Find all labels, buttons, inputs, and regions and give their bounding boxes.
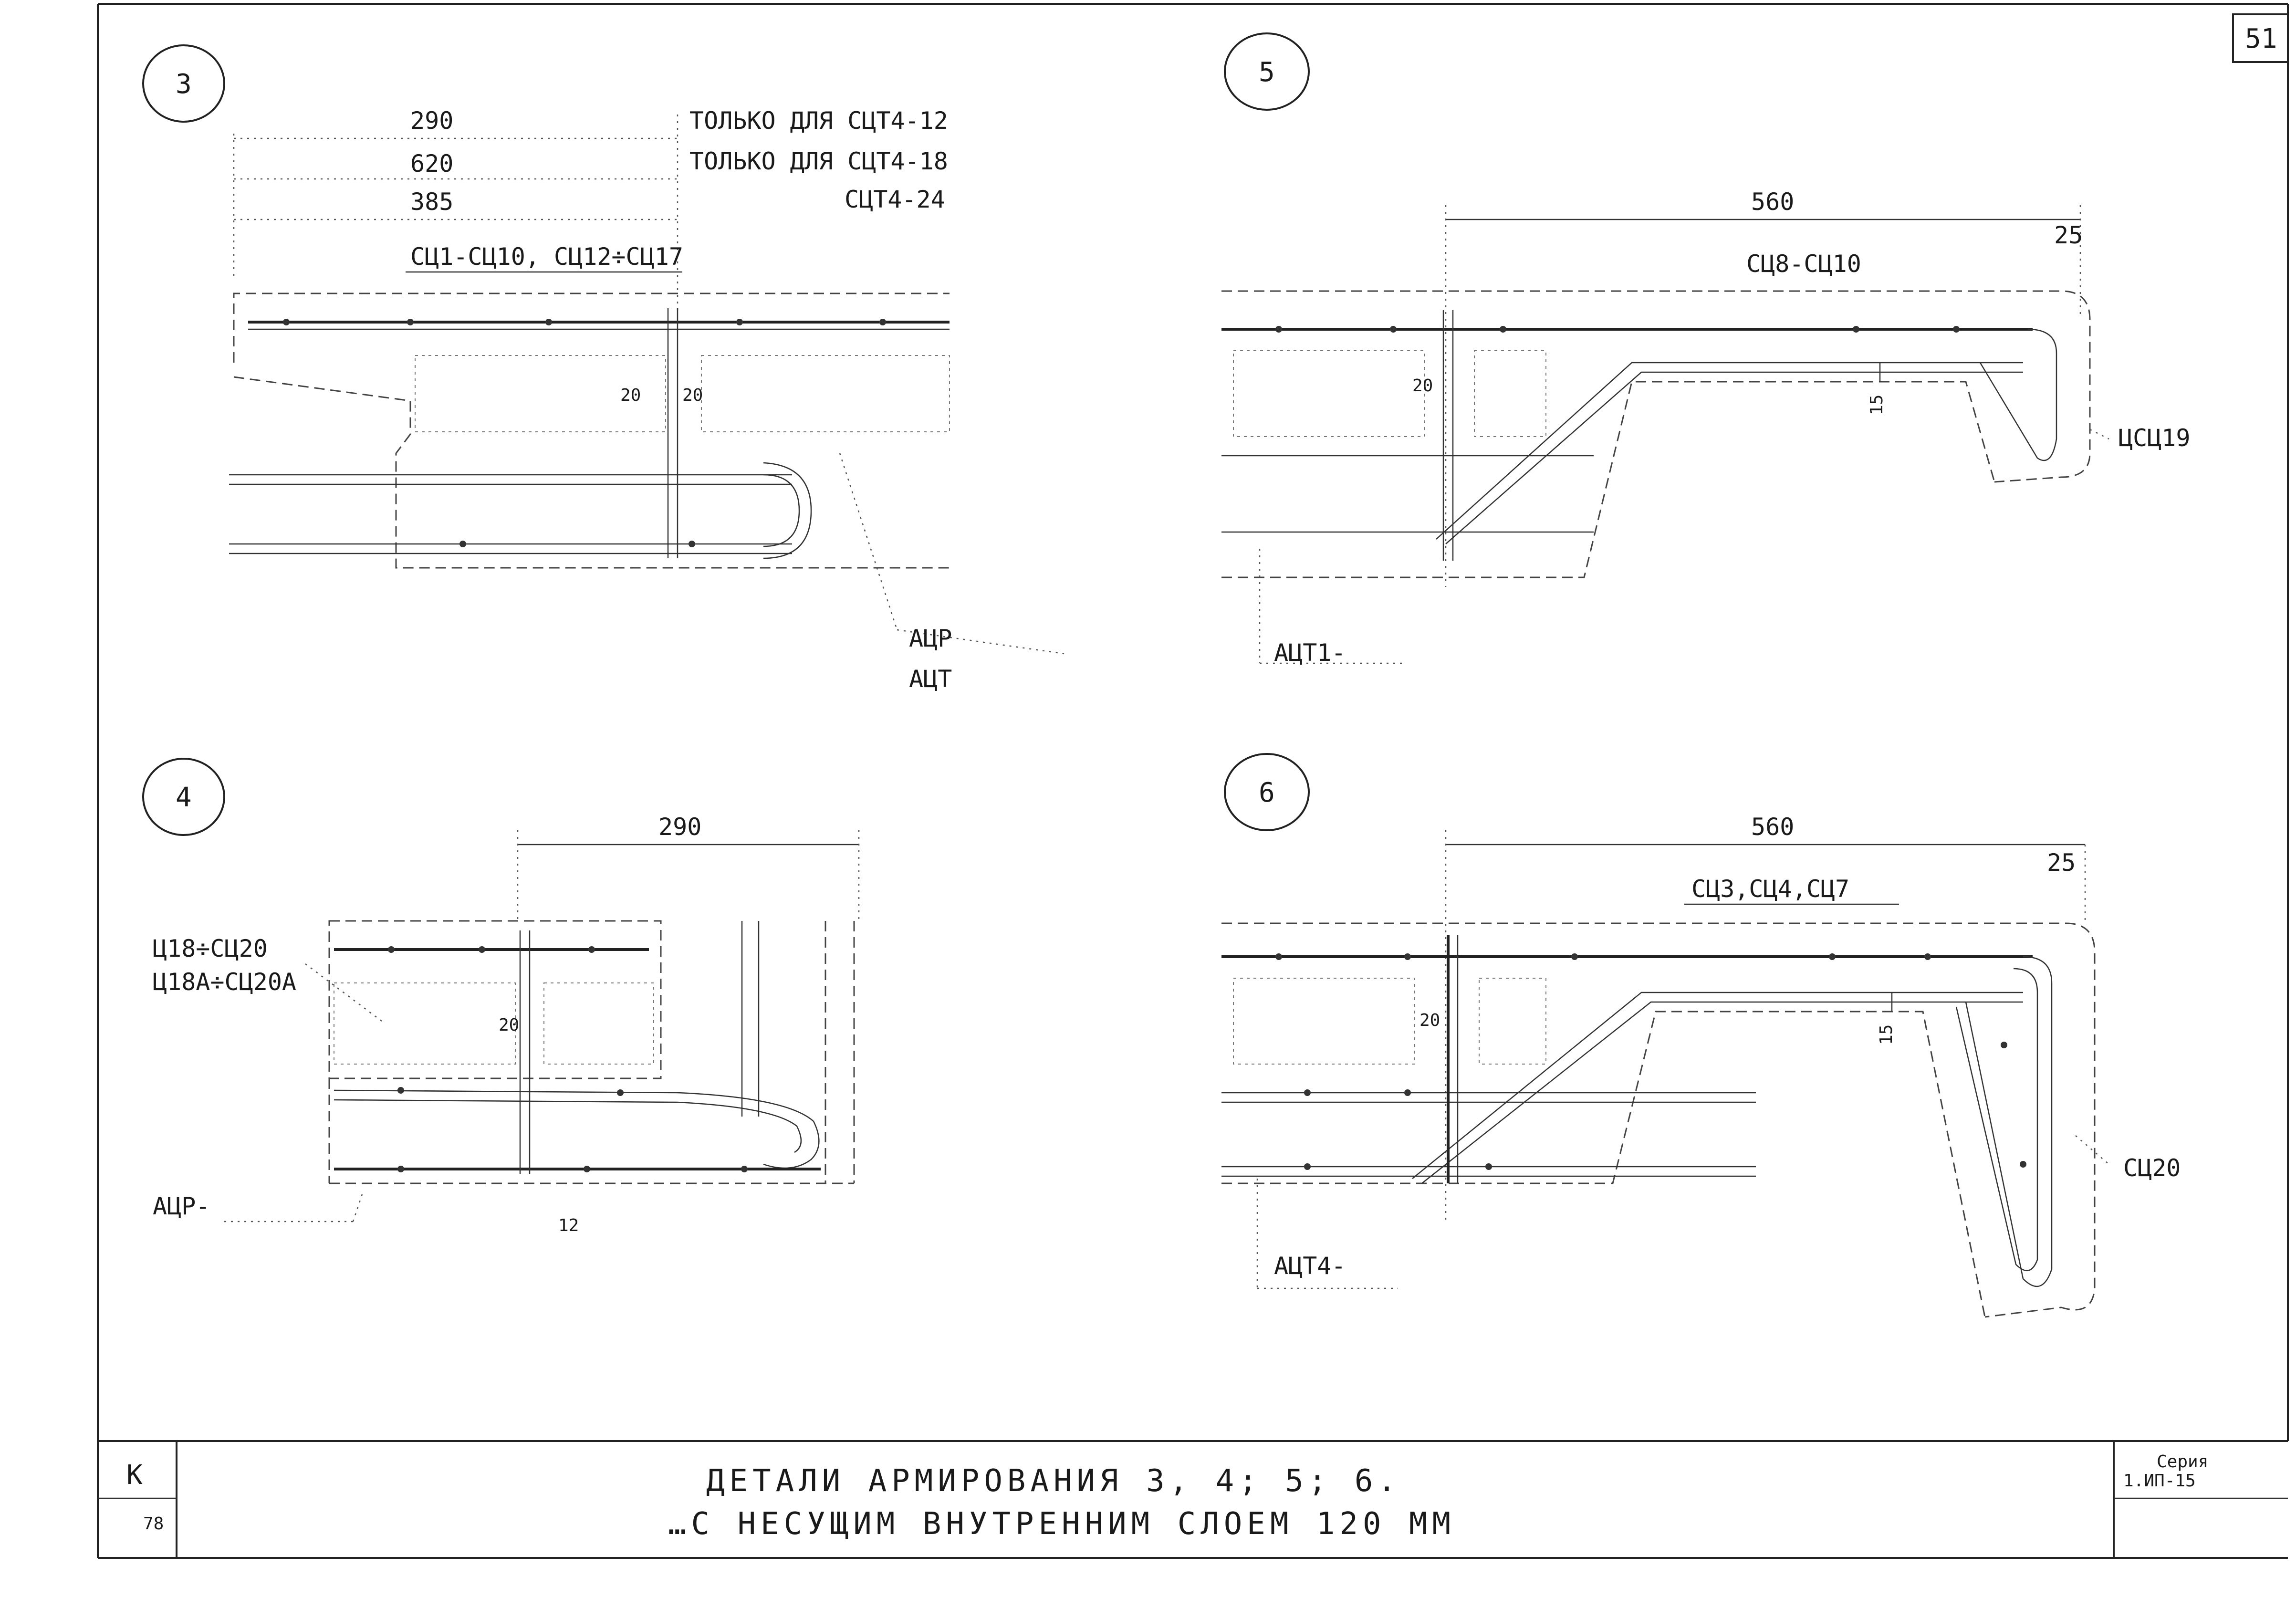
detail-6: 6 560 25 СЦ3,СЦ4,СЦ7 15 20 СЦ20 [1221,753,2181,1318]
title-block: К 78 ДЕТАЛИ АРМИРОВАНИЯ 3, 4; 5; 6. …С Н… [98,1440,2288,1558]
drawing-title-line-2: …С НЕСУЩИМ ВНУТРЕННИМ СЛОЕМ 120 ММ [668,1506,1455,1542]
detail-3-small-dim-1: 20 [620,386,641,405]
detail-5-anchor: АЦТ1- [1274,639,1346,667]
sheet-frame: 51 [97,3,2289,1559]
detail-3-note-2: ТОЛЬКО ДЛЯ СЦТ4-18 [689,147,948,175]
detail-5-small-dim: 20 [1412,376,1433,396]
detail-3-note-3: СЦТ4-24 [845,186,945,213]
detail-6-rebar-label: СЦ3,СЦ4,СЦ7 [1691,875,1849,903]
detail-5-dim-560: 560 [1751,188,1794,216]
detail-5-dim-15: 15 [1867,395,1887,415]
detail-3: 3 290 620 385 ТОЛЬКО ДЛЯ СЦТ4-12 ТОЛЬКО … [142,44,1065,693]
detail-4-label-2: Ц18А÷СЦ20А [153,968,296,996]
detail-6-dim-560: 560 [1751,813,1794,841]
detail-6-side-label: СЦ20 [2123,1154,2181,1182]
series-value: 1.ИП-15 [2123,1471,2196,1491]
title-left-code: К [126,1460,143,1491]
detail-6-dim-25: 25 [2047,849,2076,877]
detail-3-note-1: ТОЛЬКО ДЛЯ СЦТ4-12 [689,107,948,135]
series-label: Серия [2157,1452,2208,1472]
detail-4-bottom-dim: 12 [558,1216,579,1235]
detail-4-number: 4 [176,782,192,813]
detail-5-side-label: ЦСЦ19 [2119,424,2191,452]
detail-3-dim-385: 385 [410,188,453,216]
detail-4-label-1: Ц18÷СЦ20 [153,935,268,962]
detail-3-anchor-2: АЦТ [909,665,952,693]
detail-6-anchor: АЦТ4- [1274,1252,1346,1280]
detail-6-number: 6 [1259,777,1275,808]
detail-3-dim-290: 290 [410,107,453,135]
sheet-number: 51 [2245,23,2277,54]
detail-6-bubble [1224,753,1310,831]
title-left-sub: 78 [143,1514,164,1534]
detail-4-bubble [142,758,225,836]
detail-3-anchor-1: АЦР [909,625,952,652]
drawing-title-line-1: ДЕТАЛИ АРМИРОВАНИЯ 3, 4; 5; 6. [706,1463,1401,1499]
detail-4-anchor: АЦР- [153,1192,210,1220]
detail-4-small-dim: 20 [499,1015,519,1035]
detail-4: 4 290 20 Ц18÷СЦ20 Ц18А÷СЦ20А АЦР- 12 [142,758,860,1235]
detail-5-bubble [1224,32,1310,111]
detail-3-bubble [142,44,225,123]
detail-3-number: 3 [176,69,192,100]
detail-3-rebar-label: СЦ1-СЦ10, СЦ12÷СЦ17 [410,243,683,271]
detail-5-dim-25: 25 [2054,221,2083,249]
detail-5-rebar-label: СЦ8-СЦ10 [1746,250,1861,278]
detail-5-number: 5 [1259,57,1275,88]
detail-5: 5 560 25 СЦ8-СЦ10 15 20 ЦСЦ19 АЦТ1- [1221,32,2191,667]
detail-6-dim-15: 15 [1877,1024,1896,1045]
detail-6-small-dim: 20 [1419,1011,1440,1030]
detail-3-small-dim-2: 20 [682,386,703,405]
detail-4-dim-290: 290 [658,813,701,841]
detail-3-dim-620: 620 [410,150,453,178]
